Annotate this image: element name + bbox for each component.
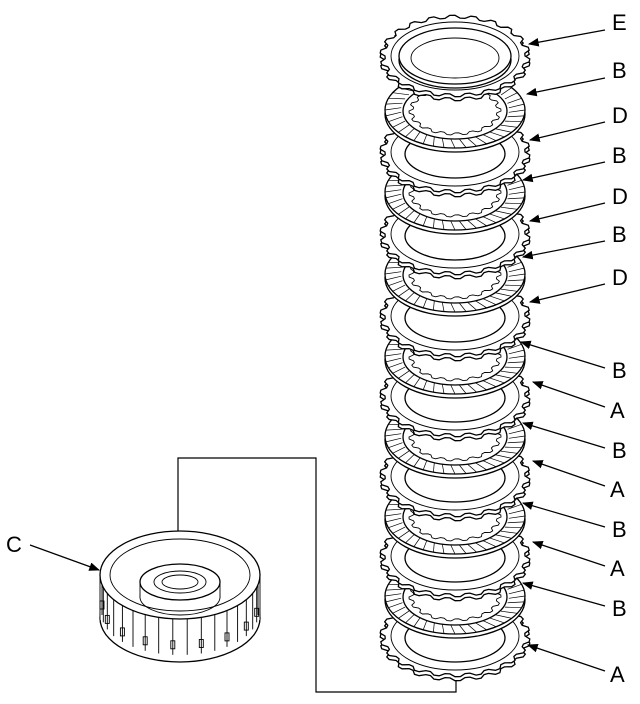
callout-B5: B bbox=[521, 421, 627, 463]
drum-slot bbox=[224, 632, 230, 642]
drum-slot bbox=[142, 636, 148, 646]
clutch-plate bbox=[379, 14, 531, 102]
drum-slot bbox=[104, 614, 110, 624]
svg-text:D: D bbox=[612, 265, 628, 290]
svg-text:A: A bbox=[610, 556, 625, 581]
callout-E1: E bbox=[527, 10, 627, 47]
callout-B3: B bbox=[521, 222, 627, 260]
svg-text:B: B bbox=[612, 358, 627, 383]
svg-text:B: B bbox=[612, 517, 627, 542]
svg-text:C: C bbox=[6, 532, 22, 557]
drum-slot bbox=[99, 600, 105, 610]
callout-A2: A bbox=[531, 460, 625, 502]
svg-text:B: B bbox=[612, 438, 627, 463]
drum-slot bbox=[198, 639, 204, 648]
callout-B2: B bbox=[521, 143, 627, 183]
svg-text:A: A bbox=[610, 662, 625, 687]
clutch-drum bbox=[99, 530, 261, 663]
callout-D3: D bbox=[528, 265, 628, 304]
svg-text:E: E bbox=[612, 10, 627, 35]
callout-A1: A bbox=[531, 381, 625, 423]
drum-slot bbox=[254, 607, 260, 617]
svg-text:B: B bbox=[612, 143, 627, 168]
clutch-plate-stack bbox=[379, 14, 531, 682]
svg-text:A: A bbox=[610, 477, 625, 502]
callout-A3: A bbox=[531, 540, 625, 581]
svg-text:B: B bbox=[612, 58, 627, 83]
svg-text:B: B bbox=[612, 222, 627, 247]
callout-D2: D bbox=[528, 184, 628, 223]
drum-slot bbox=[170, 640, 176, 650]
svg-text:D: D bbox=[612, 184, 628, 209]
callout-B6: B bbox=[521, 501, 627, 542]
svg-text:A: A bbox=[610, 398, 625, 423]
callout-B4: B bbox=[519, 340, 627, 383]
drum-slot bbox=[243, 621, 249, 631]
callout-C1: C bbox=[6, 532, 101, 571]
callout-A4: A bbox=[526, 644, 625, 687]
callout-B1: B bbox=[525, 58, 627, 97]
callout-D1: D bbox=[528, 103, 628, 142]
svg-text:D: D bbox=[612, 103, 628, 128]
callout-B7: B bbox=[521, 581, 627, 621]
drum-slot bbox=[119, 627, 125, 637]
assembly-connector-line bbox=[177, 457, 457, 693]
svg-text:B: B bbox=[612, 596, 627, 621]
